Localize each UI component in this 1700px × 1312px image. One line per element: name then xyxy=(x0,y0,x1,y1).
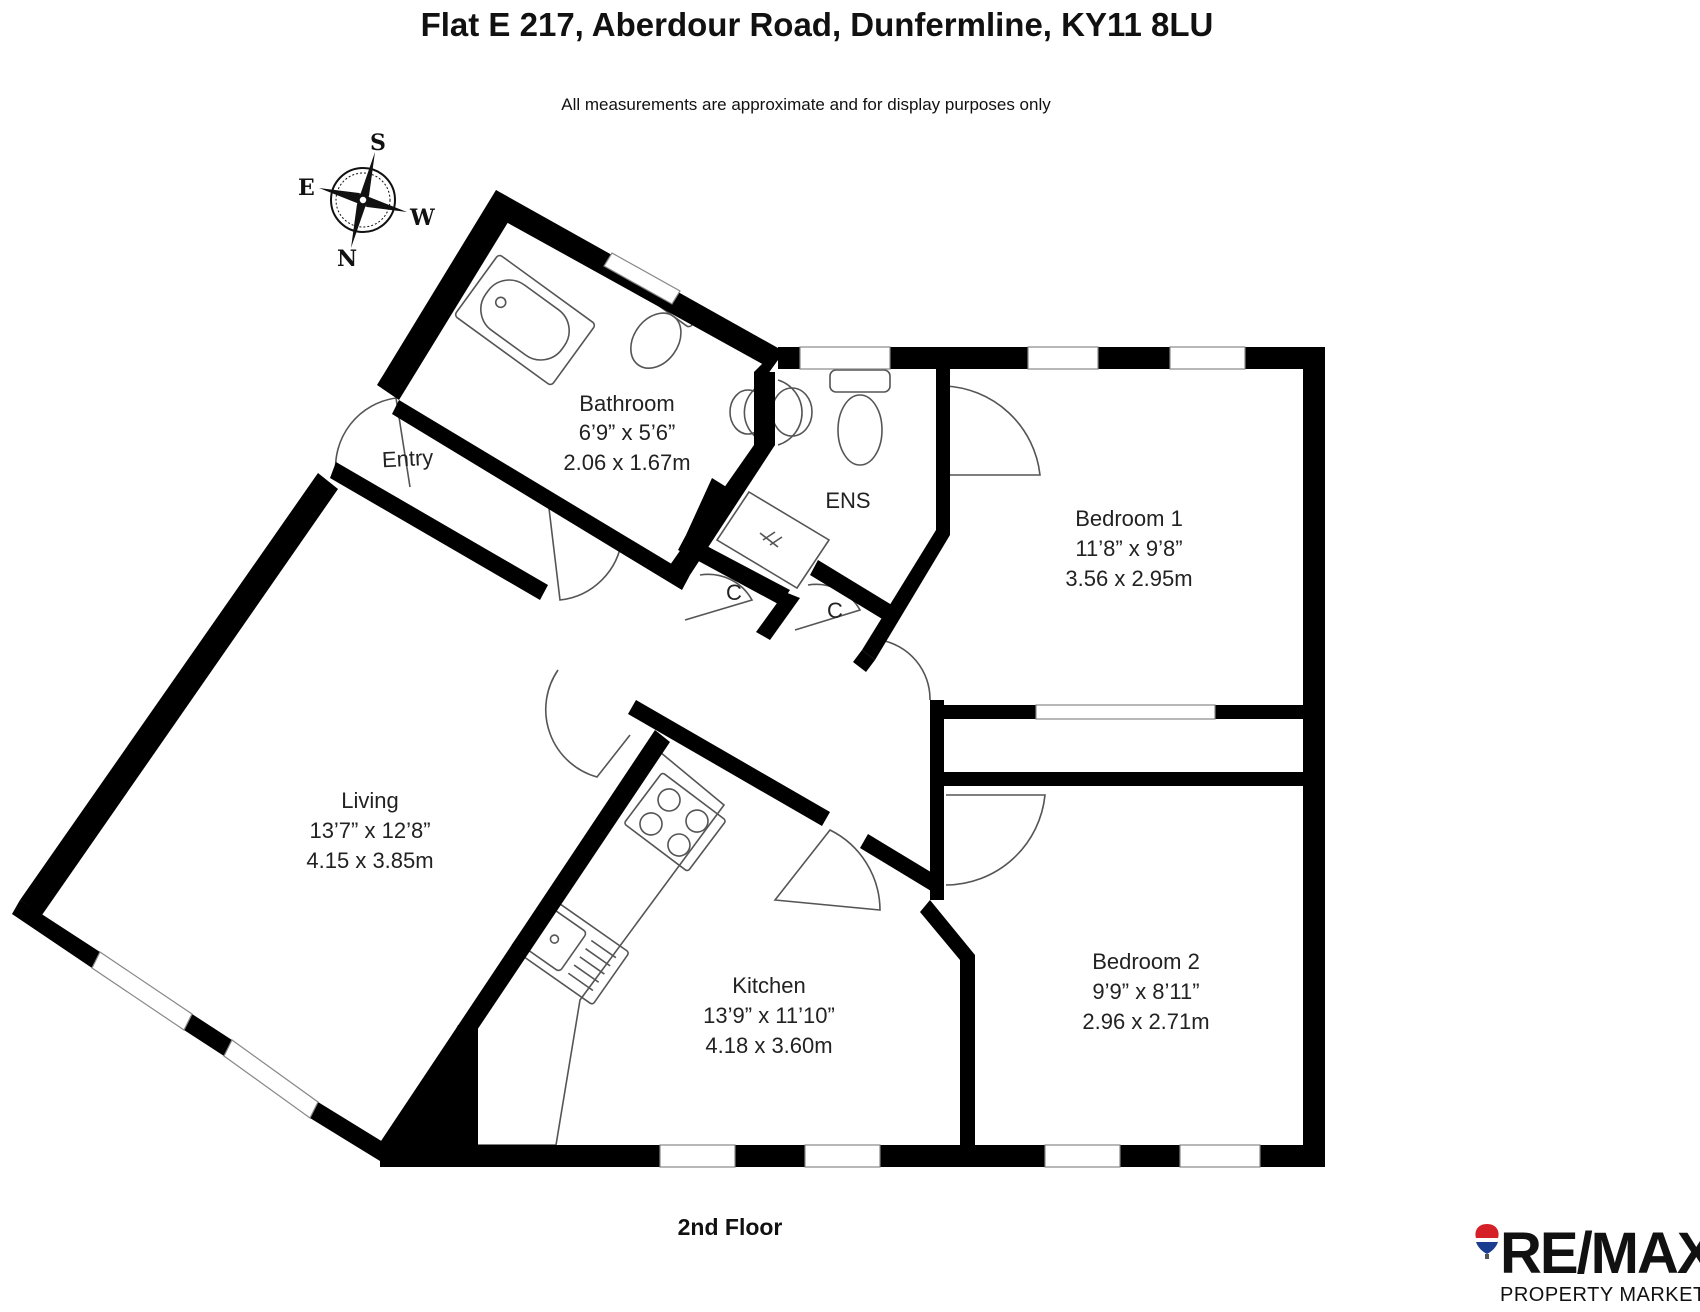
bath xyxy=(454,254,596,386)
compass-south-label: S xyxy=(370,130,386,156)
walls xyxy=(12,190,1325,1167)
compass-east-label: E xyxy=(298,175,315,201)
compass-west-label: W xyxy=(409,205,435,231)
ensuite-basin xyxy=(771,379,813,446)
remax-logo: RE/MAX PROPERTY MARKETING xyxy=(1474,1222,1700,1312)
remax-tagline: PROPERTY MARKETING xyxy=(1500,1284,1700,1306)
shower-tray xyxy=(715,490,831,590)
kitchen-metric: 4.18 x 3.60m xyxy=(705,1033,832,1058)
hob xyxy=(624,772,726,872)
bedroom1-name: Bedroom 1 xyxy=(1075,506,1183,531)
room-labels: Bathroom 6’9” x 5’6” 2.06 x 1.67m Entry … xyxy=(306,391,1209,1058)
cupboard1-name: C xyxy=(726,580,742,605)
kitchen-name: Kitchen xyxy=(732,973,805,998)
bedroom2-imperial: 9’9” x 8’11” xyxy=(1092,979,1199,1004)
bathroom-imperial: 6’9” x 5’6” xyxy=(579,420,676,445)
bedroom2-metric: 2.96 x 2.71m xyxy=(1082,1009,1209,1034)
living-metric: 4.15 x 3.85m xyxy=(306,848,433,873)
windows xyxy=(91,252,1261,1168)
remax-brand: RE/MAX xyxy=(1500,1221,1700,1286)
bathroom-name: Bathroom xyxy=(579,391,674,416)
floor-label: 2nd Floor xyxy=(677,1214,783,1240)
cupboard2-name: C xyxy=(827,598,843,623)
ensuite-toilet xyxy=(829,369,891,466)
entry-name: Entry xyxy=(381,445,434,473)
balloon-icon xyxy=(1475,1224,1499,1259)
ens-name: ENS xyxy=(825,488,870,513)
bedroom1-metric: 3.56 x 2.95m xyxy=(1065,566,1192,591)
bedroom1-imperial: 11’8” x 9’8” xyxy=(1075,536,1182,561)
compass-rose xyxy=(319,152,407,248)
disclaimer: All measurements are approximate and for… xyxy=(561,95,1051,114)
bathroom-metric: 2.06 x 1.67m xyxy=(563,450,690,475)
living-name: Living xyxy=(341,788,398,813)
compass-north-label: N xyxy=(337,246,357,272)
living-imperial: 13’7” x 12’8” xyxy=(309,818,430,843)
bedroom2-name: Bedroom 2 xyxy=(1092,949,1200,974)
page-title: Flat E 217, Aberdour Road, Dunfermline, … xyxy=(420,6,1214,43)
kitchen-imperial: 13’9” x 11’10” xyxy=(703,1003,835,1028)
